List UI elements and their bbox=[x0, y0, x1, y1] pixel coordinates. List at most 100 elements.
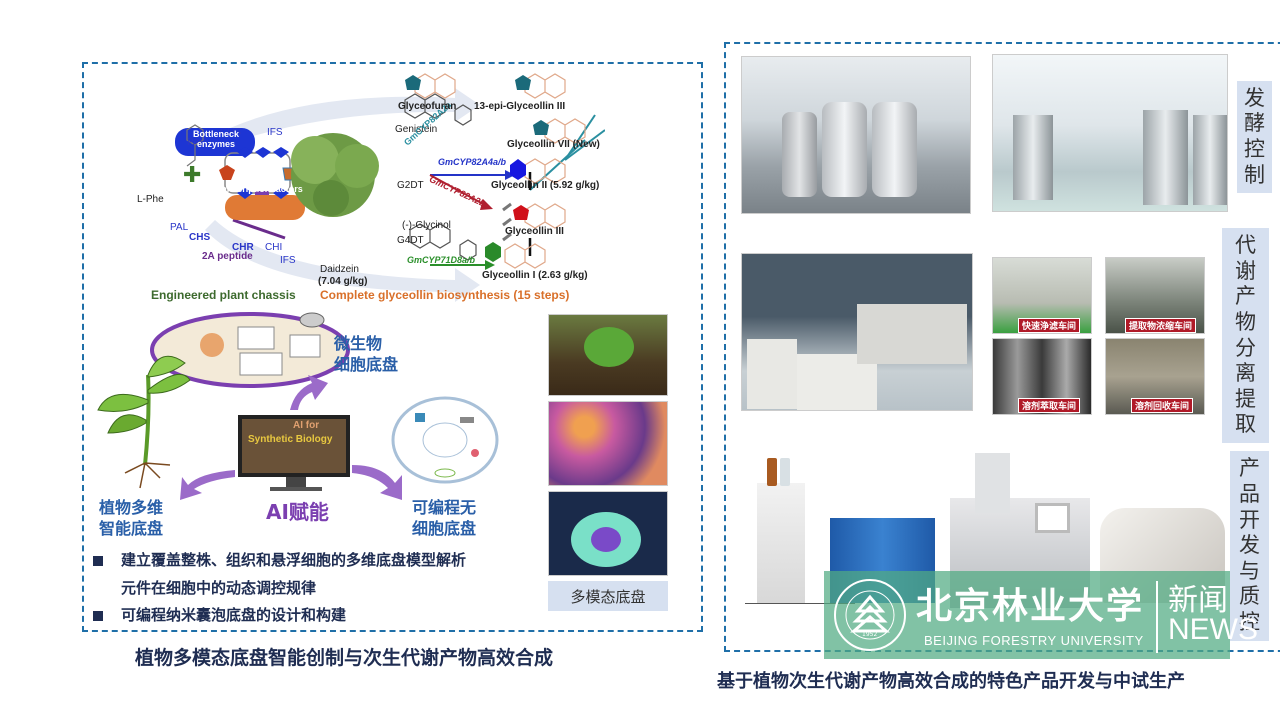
tag-metabolite-separation: 代谢产物分离提取 bbox=[1222, 228, 1269, 443]
genistein-label: Genistein bbox=[395, 124, 438, 135]
tag-glyph: 质 bbox=[1239, 584, 1260, 609]
multimodal-chassis-tag: 多模态底盘 bbox=[548, 581, 668, 611]
enzyme-gmcyp82a4ab: GmCYP82A4a/b bbox=[438, 157, 507, 167]
artificial-cell-photo bbox=[548, 491, 668, 576]
enzyme-ifs-top: IFS bbox=[267, 127, 283, 138]
seedling-photo bbox=[548, 314, 668, 396]
seal-year: 1952 bbox=[862, 631, 878, 638]
yeast-cells-photo bbox=[548, 401, 668, 486]
glycinol-label: (-)-Glycinol bbox=[402, 220, 451, 231]
caption-glyceollin: Complete glyceollin biosynthesis (15 ste… bbox=[320, 288, 570, 302]
workshop-label-3: 溶剂萃取车间 bbox=[1018, 398, 1081, 413]
product-13-epi-glyceollin-iii: 13-epi-Glyceollin III bbox=[474, 101, 566, 112]
bullet-square-icon bbox=[93, 555, 103, 566]
caption-engineered-chassis: Engineered plant chassis bbox=[151, 288, 296, 302]
bullet-item-1-cont: 元件在细胞中的动态调控规律 bbox=[121, 579, 317, 597]
tag-glyph: 产 bbox=[1239, 456, 1260, 481]
product-glyceollin-vii: Glyceollin VII (New) bbox=[507, 139, 600, 150]
tag-fermentation-control: 发酵控制 bbox=[1237, 81, 1272, 193]
product-structures bbox=[385, 70, 605, 290]
tag-glyph: 控 bbox=[1244, 137, 1265, 161]
tag-glyph: 控 bbox=[1239, 610, 1260, 635]
tag-glyph: 代 bbox=[1235, 233, 1256, 258]
microwave-dryer-photo bbox=[741, 253, 973, 411]
tag-glyph: 离 bbox=[1235, 361, 1256, 386]
arrow-to-cellfree bbox=[352, 465, 402, 500]
arrow-to-microbe bbox=[290, 375, 328, 410]
product-glyceollin-i: Glyceollin I (2.63 g/kg) bbox=[482, 270, 588, 281]
monitor-synbio-text: Synthetic Biology bbox=[248, 434, 333, 445]
tag-glyph: 开 bbox=[1239, 507, 1260, 532]
enzyme-chr: CHR bbox=[232, 242, 254, 253]
news-label-en: NEWS bbox=[1168, 613, 1258, 646]
cellfree-chassis-label: 可编程无 细胞底盘 bbox=[412, 498, 477, 538]
watermark-divider bbox=[1156, 581, 1158, 653]
microbe-chassis-label: 微生物 细胞底盘 bbox=[334, 334, 399, 374]
g4dt-label: G4DT bbox=[397, 235, 424, 246]
bullet-square-icon bbox=[93, 610, 103, 621]
daidzein-yield: (7.04 g/kg) bbox=[318, 276, 368, 287]
tag-glyph: 谢 bbox=[1235, 258, 1256, 283]
substrate-label: L-Phe bbox=[137, 194, 164, 205]
bullet-item-2: 可编程纳米囊泡底盘的设计和构建 bbox=[93, 604, 346, 625]
bioreactor-hall-photo bbox=[992, 54, 1228, 212]
product-glyceollin-ii: Glyceollin II (5.92 g/kg) bbox=[491, 180, 600, 191]
left-panel-frame bbox=[82, 62, 703, 632]
workshop-label-1: 快速浄滤车间 bbox=[1018, 318, 1081, 333]
hplc-instrument bbox=[757, 483, 805, 603]
university-name-cn: 北京林业大学 bbox=[916, 585, 1145, 627]
pathway-arrows: ✚ bbox=[175, 88, 605, 302]
tag-glyph: 品 bbox=[1239, 481, 1260, 506]
left-panel-title: 植物多模态底盘智能创制与次生代谢产物高效合成 bbox=[135, 647, 554, 669]
promoter-shape bbox=[219, 165, 235, 180]
peptide-linker bbox=[232, 218, 286, 240]
tag-glyph: 产 bbox=[1235, 284, 1256, 309]
bottleneck-enzymes-label: Bottleneck enzymes bbox=[192, 129, 239, 149]
upper-arrow bbox=[215, 88, 480, 145]
workshop-label-4: 溶剂回收车间 bbox=[1131, 398, 1194, 413]
workshop-label-2: 提取物浓缩车间 bbox=[1125, 318, 1197, 333]
tag-glyph: 酵 bbox=[1244, 111, 1265, 136]
tf-bubble bbox=[225, 195, 305, 220]
tag-glyph: 制 bbox=[1244, 162, 1265, 187]
university-news-watermark: 1952 北京林业大学 BEIJING FORESTRY UNIVERSITY … bbox=[824, 571, 1258, 659]
tag-product-development: 产品开发与质控 bbox=[1230, 451, 1269, 641]
lower-arrow bbox=[205, 220, 480, 302]
peptide-label: 2A peptide bbox=[202, 251, 253, 262]
transcription-factors-label: Transcription factors bbox=[213, 184, 303, 194]
tag-glyph: 与 bbox=[1239, 558, 1260, 583]
ai-empower-label: AI赋能 bbox=[266, 500, 329, 524]
enzyme-gmcyp71d8ab: GmCYP71D8a/b bbox=[407, 255, 476, 265]
tag-glyph: 发 bbox=[1244, 85, 1265, 110]
product-glyceollin-iii: Glyceollin III bbox=[505, 226, 564, 237]
fermentation-tanks-photo bbox=[741, 56, 971, 214]
tag-glyph: 分 bbox=[1235, 335, 1256, 360]
enzyme-ifs-bottom: IFS bbox=[280, 255, 296, 266]
product-glyceofuran: Glyceofuran bbox=[398, 101, 457, 112]
tag-glyph: 提 bbox=[1235, 386, 1256, 411]
lphe-structure bbox=[186, 124, 204, 167]
daidzein-label: Daidzein bbox=[320, 264, 359, 275]
svg-text:✚: ✚ bbox=[183, 163, 201, 188]
tag-glyph: 物 bbox=[1235, 309, 1256, 334]
university-name-en: BEIJING FORESTRY UNIVERSITY bbox=[924, 633, 1144, 648]
enzyme-chi: CHI bbox=[265, 242, 283, 253]
enzyme-chs-bottom: CHS bbox=[189, 232, 211, 243]
chassis-cycle-diagram bbox=[97, 312, 499, 500]
pathway-diagram: ✚ PAL CHS IFS Bottleneck enzymes Transcr… bbox=[125, 70, 605, 305]
tag-glyph: 取 bbox=[1235, 412, 1256, 437]
plant-chassis-label: 植物多维 智能底盘 bbox=[99, 498, 164, 538]
arrow-to-plant bbox=[180, 470, 235, 500]
tag-glyph: 发 bbox=[1239, 533, 1260, 558]
genistein-structure bbox=[404, 93, 472, 126]
monitor-ai-text: AI for bbox=[293, 420, 320, 431]
enzyme-pal-bottom: PAL bbox=[170, 222, 189, 233]
plant-illustration bbox=[97, 355, 191, 489]
enzyme-chs-top: CHS bbox=[220, 127, 242, 138]
news-label-cn: 新闻 bbox=[1168, 583, 1228, 618]
university-seal-icon bbox=[834, 579, 906, 651]
g2dt-label: G2DT bbox=[397, 180, 424, 191]
microbe-cell-illustration bbox=[150, 312, 350, 388]
enzyme-pal-top: PAL bbox=[187, 137, 206, 148]
bullet-item-1: 建立覆盖整株、组织和悬浮细胞的多维底盘模型解析 bbox=[93, 549, 466, 570]
